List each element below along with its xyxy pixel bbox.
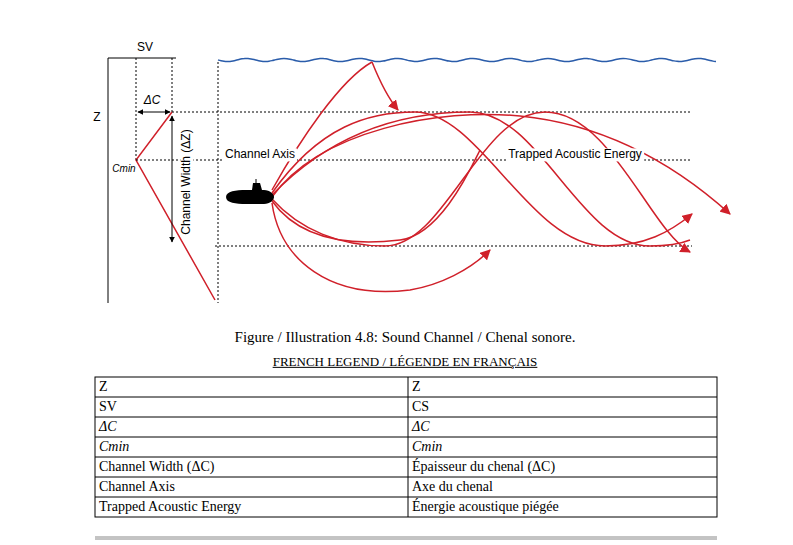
table-cell: SV — [96, 398, 117, 416]
table-cell: Channel Axis — [96, 478, 175, 496]
submarine-mast — [256, 179, 257, 183]
table-cell: Énergie acoustique piégée — [409, 498, 559, 516]
guide-line — [136, 58, 137, 160]
table-grid — [95, 377, 717, 517]
sound-ray — [272, 112, 692, 246]
guide-line — [218, 62, 219, 303]
table-cell: Channel Width (ΔC) — [96, 458, 215, 476]
table-cell: Axe du chenal — [409, 478, 493, 496]
rule — [95, 539, 717, 540]
submarine-sail — [252, 183, 262, 190]
axis-label: SV — [137, 41, 153, 54]
table-column-line — [408, 377, 409, 517]
sound-ray — [272, 112, 690, 246]
sound-ray — [272, 150, 480, 242]
guide-line — [172, 58, 173, 112]
table-cell: ΔC — [96, 418, 117, 436]
dimension-label: ΔC — [144, 94, 161, 107]
table-row-line — [95, 457, 717, 458]
depth-axis — [108, 58, 109, 303]
table-cell: Épaisseur du chenal (ΔC) — [409, 458, 555, 476]
sound-ray — [272, 114, 730, 214]
figure-caption: Figure / Illustration 4.8: Sound Channel… — [235, 329, 576, 346]
axis-label: Channel Axis — [223, 148, 297, 161]
legend-heading: FRENCH LEGEND / LÉGENDE EN FRANÇAIS — [273, 355, 538, 369]
table-row-line — [95, 417, 717, 418]
region-label: Trapped Acoustic Energy — [506, 148, 644, 161]
table-cell: Cmin — [96, 438, 129, 456]
dimension-label: Channel Width (ΔZ) — [180, 127, 193, 236]
submarine-hull — [226, 190, 274, 204]
table-row-line — [95, 497, 717, 498]
table-cell: Trapped Acoustic Energy — [96, 498, 241, 516]
dimension-arrow — [172, 116, 173, 242]
rule — [95, 537, 717, 538]
table-row-line — [95, 437, 717, 438]
table-cell: CS — [409, 398, 429, 416]
sound-ray — [372, 62, 398, 110]
sound-ray — [272, 112, 690, 252]
table-cell: ΔC — [409, 418, 430, 436]
table-cell: Z — [409, 378, 421, 396]
speed-axis — [108, 58, 176, 59]
table-border — [95, 377, 717, 517]
sea-surface — [218, 58, 716, 61]
channel-top-line — [172, 112, 692, 113]
table-row-line — [95, 397, 717, 398]
table-cell: Z — [96, 378, 108, 396]
axis-label: Z — [93, 111, 100, 124]
table-cell: Cmin — [409, 438, 442, 456]
dimension-arrow — [138, 112, 170, 113]
sound-ray — [272, 203, 490, 292]
speed-profile — [136, 112, 215, 300]
sound-ray — [272, 62, 372, 190]
minimum-speed-label: Cmin — [112, 163, 135, 174]
table-row-line — [95, 477, 717, 478]
submarine — [226, 179, 274, 204]
